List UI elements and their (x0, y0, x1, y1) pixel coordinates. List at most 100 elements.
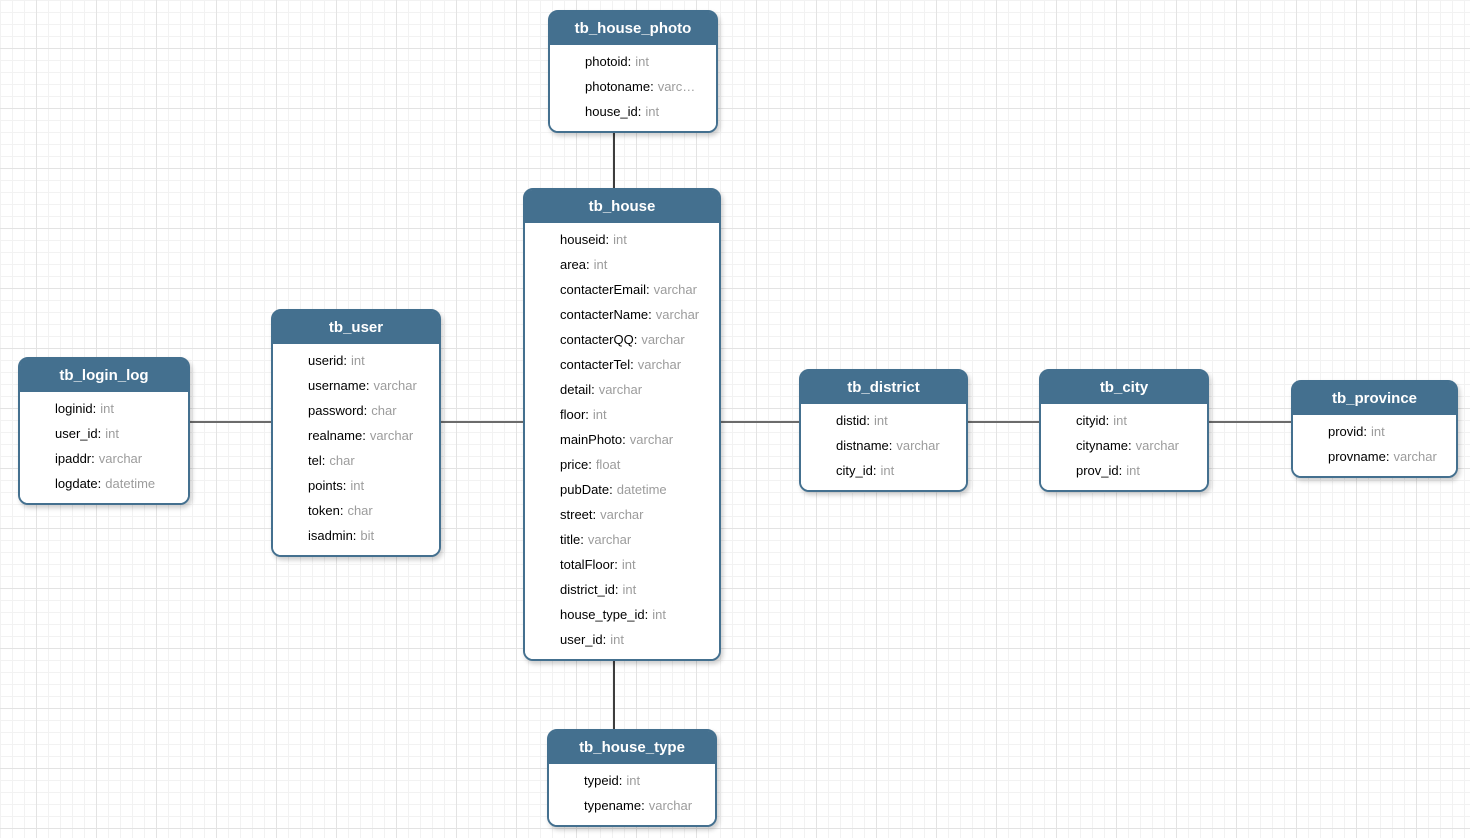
field-row-photoname[interactable]: photonamevarc… (550, 74, 716, 99)
field-type: int (635, 54, 650, 69)
entity-title[interactable]: tb_district (801, 371, 966, 404)
field-row-contacterQQ[interactable]: contacterQQvarchar (525, 327, 719, 352)
field-row-isadmin[interactable]: isadminbit (273, 523, 439, 548)
field-name: user_id (560, 632, 606, 647)
field-type: varchar (653, 282, 697, 297)
field-type: int (1126, 463, 1140, 478)
field-name: district_id (560, 582, 619, 597)
field-name: tel (308, 453, 325, 468)
field-name: logdate (55, 476, 101, 491)
entity-tb_user[interactable]: tb_user useridintusernamevarcharpassword… (271, 309, 441, 557)
field-name: cityname (1076, 438, 1132, 453)
field-row-price[interactable]: pricefloat (525, 452, 719, 477)
entity-tb_district[interactable]: tb_district distidintdistnamevarcharcity… (799, 369, 968, 492)
entity-tb_house_type[interactable]: tb_house_type typeidinttypenamevarchar (547, 729, 717, 827)
field-row-cityname[interactable]: citynamevarchar (1041, 433, 1207, 458)
field-type: varchar (1393, 449, 1437, 464)
entity-tb_house[interactable]: tb_house houseidintareaintcontacterEmail… (523, 188, 721, 661)
relationship-connector-tb_district-tb_city[interactable] (953, 421, 1054, 423)
field-row-token[interactable]: tokenchar (273, 498, 439, 523)
field-name: loginid (55, 401, 96, 416)
relationship-connector-tb_user-tb_house[interactable] (426, 421, 538, 423)
field-row-mainPhoto[interactable]: mainPhotovarchar (525, 427, 719, 452)
field-name: isadmin (308, 528, 356, 543)
field-name: area (560, 257, 590, 272)
field-row-ipaddr[interactable]: ipaddrvarchar (20, 446, 188, 471)
field-name: typeid (584, 773, 622, 788)
field-type: int (613, 232, 627, 247)
field-row-typeid[interactable]: typeidint (549, 768, 715, 793)
entity-title[interactable]: tb_city (1041, 371, 1207, 404)
relationship-connector-tb_house-tb_house_type[interactable] (613, 650, 615, 744)
field-row-contacterTel[interactable]: contacterTelvarchar (525, 352, 719, 377)
field-row-prov_id[interactable]: prov_idint (1041, 458, 1207, 483)
field-row-houseid[interactable]: houseidint (525, 227, 719, 252)
field-type: varchar (648, 798, 693, 813)
field-name: house_id (585, 104, 641, 119)
relationship-connector-tb_login_log-tb_user[interactable] (175, 421, 286, 423)
field-row-username[interactable]: usernamevarchar (273, 373, 439, 398)
field-name: typename (584, 798, 645, 813)
field-row-logdate[interactable]: logdatedatetime (20, 471, 188, 496)
field-row-house_type_id[interactable]: house_type_idint (525, 602, 719, 627)
entity-title[interactable]: tb_province (1293, 382, 1456, 415)
field-row-loginid[interactable]: loginid int (20, 396, 188, 421)
relationship-connector-tb_city-tb_province[interactable] (1194, 421, 1306, 423)
field-row-house_id[interactable]: house_id int (550, 99, 716, 124)
field-row-title[interactable]: titlevarchar (525, 527, 719, 552)
field-name: mainPhoto (560, 432, 626, 447)
field-row-contacterName[interactable]: contacterNamevarchar (525, 302, 719, 327)
entity-title[interactable]: tb_login_log (20, 359, 188, 392)
field-row-password[interactable]: passwordchar (273, 398, 439, 423)
entity-title[interactable]: tb_house_type (549, 731, 715, 764)
field-row-district_id[interactable]: district_idint (525, 577, 719, 602)
entity-tb_house_photo[interactable]: tb_house_photo photoidintphotonamevarc…h… (548, 10, 718, 133)
field-row-photoid[interactable]: photoidint (550, 49, 716, 74)
field-row-distname[interactable]: distnamevarchar (801, 433, 966, 458)
field-type: varchar (629, 432, 674, 447)
field-row-street[interactable]: streetvarchar (525, 502, 719, 527)
field-row-typename[interactable]: typenamevarchar (549, 793, 715, 818)
field-name: detail (560, 382, 595, 397)
relationship-connector-tb_house-tb_district[interactable] (706, 421, 814, 423)
field-name: cityid (1076, 413, 1109, 428)
relationship-connector-tb_house_photo-tb_house[interactable] (613, 118, 615, 203)
field-type: int (652, 607, 666, 622)
entity-tb_login_log[interactable]: tb_login_log loginidintuser_idintipaddrv… (18, 357, 190, 505)
field-row-provid[interactable]: providint (1293, 419, 1456, 444)
field-name: price (560, 457, 592, 472)
field-row-realname[interactable]: realnamevarchar (273, 423, 439, 448)
field-name: distid (836, 413, 870, 428)
field-type: int (645, 104, 660, 119)
field-row-provname[interactable]: provname varchar (1293, 444, 1456, 469)
entity-tb_city[interactable]: tb_city cityidintcitynamevarcharprov_idi… (1039, 369, 1209, 492)
field-type: int (105, 426, 119, 441)
field-row-points[interactable]: pointsint (273, 473, 439, 498)
field-row-userid[interactable]: useridint (273, 348, 439, 373)
field-row-totalFloor[interactable]: totalFloorint (525, 552, 719, 577)
entity-field-list: photoidintphotonamevarc… house_id int (550, 45, 716, 131)
field-row-pubDate[interactable]: pubDatedatetime (525, 477, 719, 502)
entity-title[interactable]: tb_house_photo (550, 12, 716, 45)
field-row-area[interactable]: areaint (525, 252, 719, 277)
entity-title[interactable]: tb_house (525, 190, 719, 223)
field-type: int (100, 401, 114, 416)
entity-field-list: typeidinttypenamevarchar (549, 764, 715, 825)
field-row-user_id[interactable]: user_idint (20, 421, 188, 446)
entity-tb_province[interactable]: tb_province providint provname varchar (1291, 380, 1458, 478)
field-row-user_id[interactable]: user_idint (525, 627, 719, 652)
entity-title[interactable]: tb_user (273, 311, 439, 344)
field-row-floor[interactable]: floorint (525, 402, 719, 427)
field-row-tel[interactable]: telchar (273, 448, 439, 473)
field-row-cityid[interactable]: cityidint (1041, 408, 1207, 433)
field-type: int (593, 257, 608, 272)
field-name: provname (1328, 449, 1389, 464)
field-name: contacterTel (560, 357, 634, 372)
field-row-city_id[interactable]: city_idint (801, 458, 966, 483)
field-name: provid (1328, 424, 1367, 439)
field-row-distid[interactable]: distidint (801, 408, 966, 433)
field-row-detail[interactable]: detailvarchar (525, 377, 719, 402)
field-row-contacterEmail[interactable]: contacterEmailvarchar (525, 277, 719, 302)
field-type: int (880, 463, 895, 478)
